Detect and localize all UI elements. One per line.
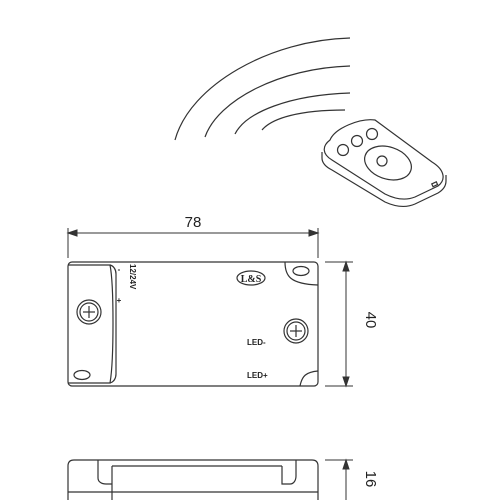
led-minus-label: LED- [247,338,266,347]
device-outline [67,261,319,387]
signal-arc-1 [174,37,351,141]
screw-icon [76,299,102,325]
remote-button-1 [365,127,379,141]
signal-arc-3 [234,92,351,135]
width-arrow-left [66,229,78,237]
remote-body-top [323,119,444,200]
left-cap-notch-top [109,264,117,275]
remote-control-icon [321,119,447,208]
right-notch-top [284,261,319,286]
remote-indicator [430,181,439,188]
remote-button-3 [336,143,350,157]
depth-label: 16 [362,471,379,488]
signal-arc-2 [204,65,351,138]
mounting-hole-bottom-left [73,369,91,381]
height-label: 40 [362,312,379,329]
screw-terminal-left [76,299,102,325]
led-plus-label: LED+ [247,371,268,380]
left-cap-notch-bottom [109,373,117,384]
device-top-view [67,261,319,387]
voltage-plus: + [117,296,122,305]
height-arrow-bottom [342,376,350,388]
mounting-holes [73,265,310,381]
signal-arc-4 [261,109,346,131]
device-side-view [67,459,319,500]
screw-terminal-right [283,318,309,344]
width-label: 78 [185,214,202,231]
right-notch-bottom [299,370,319,387]
depth-dimension [325,458,353,500]
width-dimension [66,228,320,258]
remote-button-2 [350,134,364,148]
voltage-minus: - [118,265,121,274]
remote-wheel-center [376,155,388,167]
mounting-hole-top-right [292,265,310,277]
side-left-cap [97,460,112,485]
height-arrow-top [342,260,350,272]
logo-text: L&S [241,274,262,285]
side-outline [67,459,319,500]
width-arrow-right [308,229,320,237]
wireless-signal-icon [174,37,351,141]
voltage-label: 12/24V [128,264,137,290]
left-end-cap [68,264,114,384]
remote-wheel [364,145,412,181]
depth-arrow-top [342,458,350,470]
screw-icon [283,318,309,344]
remote-body-side [321,152,447,208]
side-right-cap [281,460,297,485]
height-dimension [325,260,353,388]
brand-logo: L&S [236,270,266,286]
